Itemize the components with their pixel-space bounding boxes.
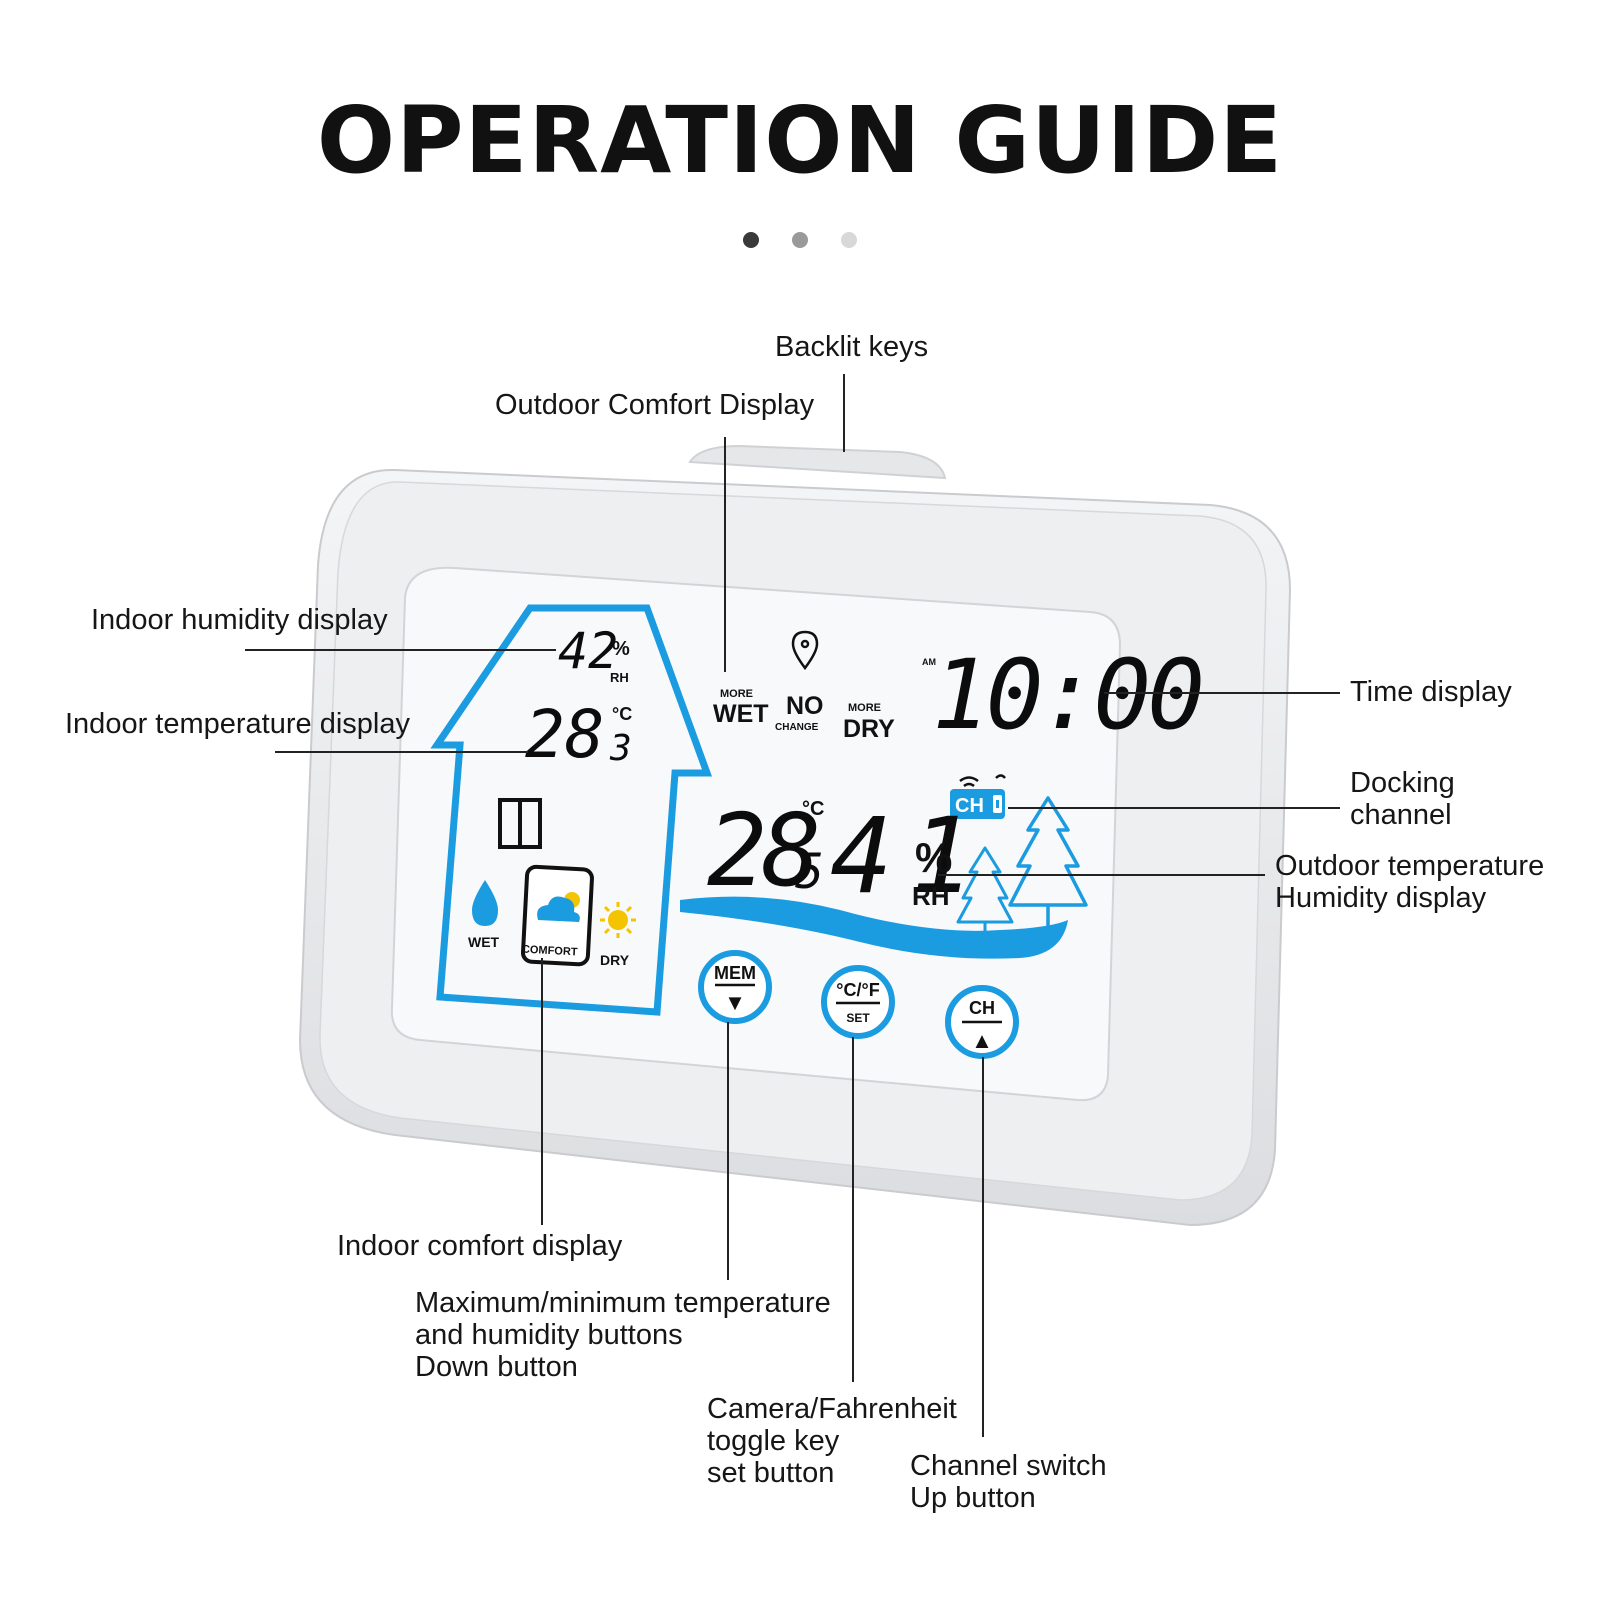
cf-button-label: °C/°F — [836, 980, 879, 1000]
mem-down-button[interactable]: MEM ▼ — [698, 950, 772, 1024]
indoor-humidity-value: 42 — [558, 622, 618, 680]
pager-dot-3[interactable] — [841, 232, 857, 248]
label-outdoor-comfort: Outdoor Comfort Display — [495, 389, 815, 421]
pager-dots — [0, 232, 1600, 248]
channel-refresh-icon — [995, 774, 1006, 779]
label-indoor-humidity: Indoor humidity display — [91, 604, 388, 636]
ch-up-button[interactable]: CH ▲ — [945, 985, 1019, 1059]
label-docking-channel: Docking channel — [1350, 767, 1455, 831]
outdoor-comfort-wet: WET — [713, 700, 769, 728]
door-icon — [498, 798, 542, 849]
indoor-wet-label: WET — [468, 934, 500, 950]
up-arrow-icon: ▲ — [971, 1028, 993, 1053]
label-indoor-temperature: Indoor temperature display — [65, 708, 410, 740]
mem-button-label: MEM — [714, 963, 756, 983]
house-outline-icon — [430, 604, 712, 1016]
time-value: 10:00 — [932, 639, 1201, 751]
label-ch-button: Channel switch Up button — [910, 1450, 1107, 1514]
water-drop-icon — [472, 880, 498, 926]
indoor-rh-label: RH — [610, 670, 629, 685]
more-wet-small: MORE — [720, 688, 753, 700]
channel-badge — [950, 789, 1005, 819]
outdoor-temp-unit: °C — [802, 798, 824, 820]
outdoor-temp-value: 28 — [707, 792, 816, 909]
outdoor-humidity-unit: % — [915, 834, 952, 881]
ch-button-label: CH — [969, 998, 995, 1018]
lcd-window — [390, 566, 1122, 1102]
am-indicator: AM — [922, 657, 936, 667]
ground-wave — [680, 896, 1068, 959]
down-arrow-icon: ▼ — [724, 990, 746, 1015]
label-backlit-keys: Backlit keys — [775, 331, 929, 363]
pager-dot-1[interactable] — [743, 232, 759, 248]
indoor-temp-unit: °C — [612, 704, 632, 724]
outdoor-comfort-no: NO — [786, 692, 824, 720]
outdoor-humidity-value: 41 — [830, 795, 991, 917]
pager-dot-2[interactable] — [792, 232, 808, 248]
location-pin-icon — [791, 630, 819, 671]
page-title: OPERATION GUIDE — [316, 87, 1284, 194]
more-dry-small: MORE — [848, 702, 881, 714]
cf-set-button[interactable]: °C/°F SET — [821, 965, 895, 1039]
channel-label: CH — [955, 795, 984, 817]
label-outdoor-temp-humidity: Outdoor temperature Humidity display — [1275, 850, 1545, 914]
cloud-sun-icon — [537, 892, 580, 922]
backlit-key-bump — [688, 444, 947, 480]
outdoor-comfort-dry: DRY — [843, 715, 895, 743]
outdoor-comfort-change: CHANGE — [775, 722, 819, 733]
label-mem-button: Maximum/minimum temperature and humidity… — [415, 1287, 831, 1383]
indoor-temp-decimal: 3 — [609, 728, 632, 769]
label-cf-button: Camera/Fahrenheit toggle key set button — [707, 1393, 957, 1489]
sun-icon — [600, 902, 636, 938]
outdoor-temp-decimal: 5 — [795, 844, 824, 900]
leader-lines — [245, 374, 1340, 1437]
indoor-temp-value: 28 — [525, 696, 604, 773]
label-indoor-comfort: Indoor comfort display — [337, 1230, 623, 1262]
signal-icon — [959, 776, 979, 788]
indoor-dry-label: DRY — [600, 952, 630, 968]
outdoor-rh-label: RH — [912, 881, 950, 911]
label-time-display: Time display — [1350, 676, 1512, 708]
indoor-humidity-unit: % — [612, 638, 630, 660]
indoor-comfort-label: COMFORT — [522, 944, 578, 959]
set-button-label: SET — [846, 1011, 870, 1025]
